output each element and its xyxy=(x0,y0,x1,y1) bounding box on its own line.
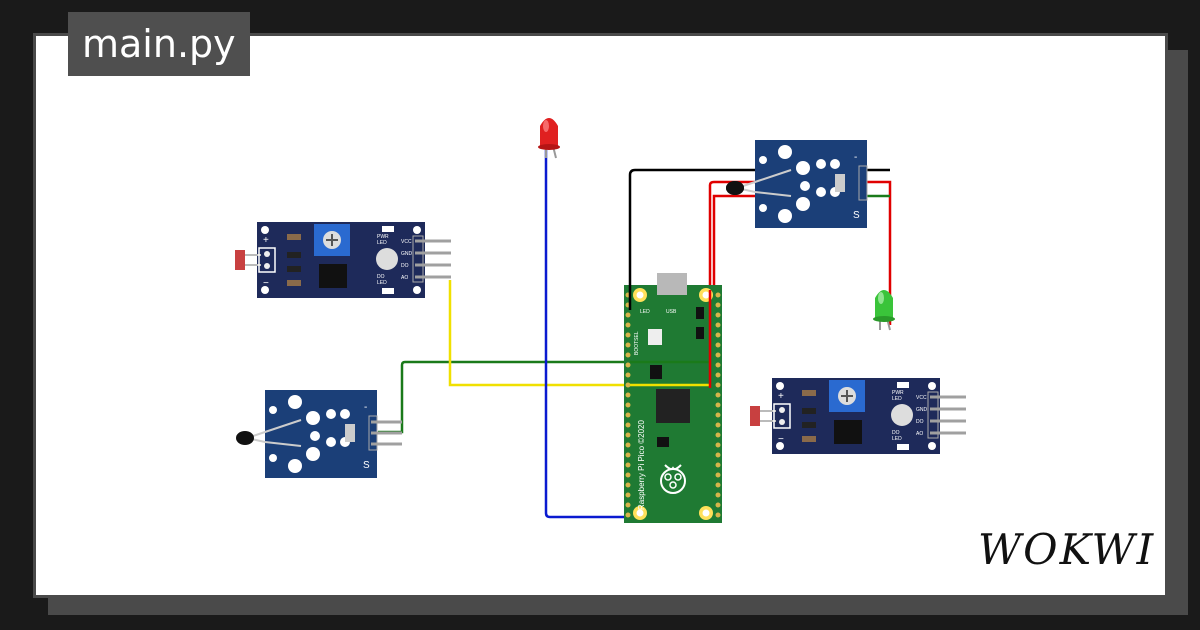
svg-text:USB: USB xyxy=(666,309,677,315)
pico-pin-header-right xyxy=(715,292,721,518)
svg-text:LED: LED xyxy=(377,280,387,286)
svg-text:+: + xyxy=(778,391,784,402)
ldr-module-left[interactable]: + − PWR LED DO LED VCC GND DO AO xyxy=(235,222,451,298)
svg-text:AO: AO xyxy=(401,275,408,281)
svg-text:DO: DO xyxy=(401,263,409,269)
svg-text:LED: LED xyxy=(892,396,902,402)
wire-black[interactable] xyxy=(628,168,890,300)
svg-text:LED: LED xyxy=(640,309,650,315)
svg-text:VCC: VCC xyxy=(916,395,927,401)
svg-text:S: S xyxy=(853,210,860,221)
red-led[interactable] xyxy=(538,118,560,159)
svg-text:GND: GND xyxy=(401,251,413,257)
filename-tab[interactable]: main.py xyxy=(68,12,250,76)
svg-text:-: - xyxy=(364,402,367,413)
svg-text:LED: LED xyxy=(377,240,387,246)
pico-pin-header-left xyxy=(625,292,631,518)
svg-text:VCC: VCC xyxy=(401,239,412,245)
svg-text:DO: DO xyxy=(377,274,385,280)
svg-text:S: S xyxy=(363,460,370,471)
svg-text:−: − xyxy=(778,434,784,445)
svg-text:DO: DO xyxy=(916,419,924,425)
svg-text:AO: AO xyxy=(916,431,923,437)
ntc-module-top-right[interactable]: - S xyxy=(726,140,868,228)
green-led[interactable] xyxy=(873,290,895,331)
thermistor-top-right-icon xyxy=(726,181,744,195)
svg-text:Raspberry Pi Pico ©2020: Raspberry Pi Pico ©2020 xyxy=(637,420,646,510)
svg-text:-: - xyxy=(854,152,857,163)
ldr-module-right[interactable]: + − PWR LED DO LED VCC GND DO AO xyxy=(750,378,966,454)
photoresistor-icon xyxy=(750,406,760,426)
photoresistor-icon xyxy=(235,250,245,270)
wokwi-logo: WOKWI xyxy=(978,525,1156,574)
svg-text:−: − xyxy=(263,278,269,289)
raspberry-pi-logo-icon xyxy=(660,464,686,494)
svg-text:PWR: PWR xyxy=(892,390,904,396)
usb-connector-icon xyxy=(657,273,687,295)
thermistor-icon xyxy=(236,419,302,447)
svg-text:GND: GND xyxy=(916,407,928,413)
ntc-module-left[interactable]: - S xyxy=(236,390,402,478)
raspberry-pi-pico[interactable]: USB LED xyxy=(624,273,722,523)
wire-blue[interactable] xyxy=(544,150,628,519)
svg-text:LED: LED xyxy=(892,436,902,442)
svg-text:PWR: PWR xyxy=(377,234,389,240)
simulation-canvas[interactable] xyxy=(33,33,1168,598)
rp2040-chip xyxy=(656,389,690,423)
bootsel-button[interactable] xyxy=(648,329,662,345)
wire-yellow[interactable] xyxy=(448,280,630,387)
wire-green-mid[interactable] xyxy=(378,360,710,434)
wire-red-1[interactable] xyxy=(708,180,892,388)
svg-text:DO: DO xyxy=(892,430,900,436)
svg-text:BOOTSEL: BOOTSEL xyxy=(634,331,640,355)
wire-overlays xyxy=(628,285,712,388)
svg-text:+: + xyxy=(263,235,269,246)
